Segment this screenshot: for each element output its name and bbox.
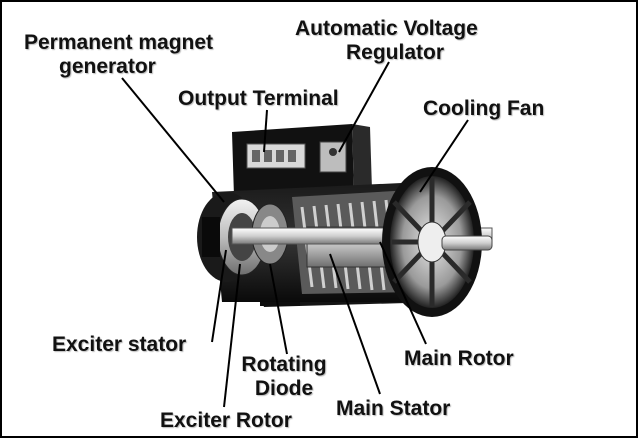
label-output-terminal: Output Terminal (178, 87, 339, 110)
label-permanent-magnet-line2: generator (59, 55, 156, 78)
label-exciter-stator: Exciter stator (52, 333, 187, 356)
leader-permanent-magnet (121, 77, 225, 203)
terminal-box (232, 124, 372, 197)
leader-main-rotor (379, 241, 427, 345)
label-rotating-diode-line1: Rotating (241, 353, 327, 376)
label-exciter-rotor: Exciter Rotor (160, 409, 292, 432)
leader-exciter-stator (211, 249, 227, 343)
output-shaft (441, 235, 493, 251)
leader-cooling-fan (419, 119, 469, 193)
label-cooling-fan: Cooling Fan (423, 97, 545, 120)
leader-output-terminal (263, 109, 268, 153)
callout-lines (121, 61, 469, 408)
label-avr-line1: Automatic Voltage (295, 17, 478, 40)
leader-avr (338, 61, 390, 153)
leader-rotating-diode (269, 263, 288, 355)
leader-exciter-rotor (223, 263, 241, 408)
label-avr-line2: Regulator (346, 41, 445, 64)
cooling-fan-end (382, 167, 482, 317)
label-rotating-diode-line2: Diode (254, 377, 314, 400)
label-main-rotor: Main Rotor (404, 347, 514, 370)
label-permanent-magnet-line1: Permanent magnet (24, 31, 214, 54)
label-main-stator: Main Stator (336, 397, 451, 420)
leader-main-stator (329, 253, 381, 395)
